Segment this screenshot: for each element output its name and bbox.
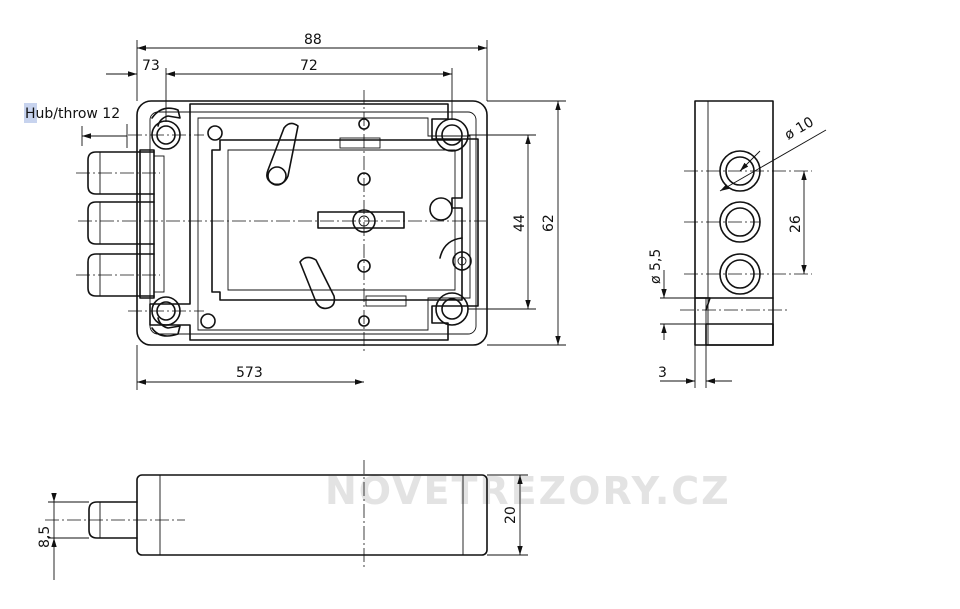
dim-offset-small: 73 [142, 58, 160, 74]
dim-height-total: 62 [541, 214, 557, 232]
label-hub-throw: Hub/throw 12 [25, 106, 120, 122]
dim-bolt-height: 8,5 [37, 526, 53, 548]
front-view: 88 72 73 62 44 573 Hub/throw 12 [24, 32, 566, 390]
label-highlight [24, 103, 37, 123]
dim-diameter-hole: ø 10 [782, 114, 817, 143]
dim-width-total: 88 [304, 32, 322, 48]
dim-hole-spacing-v: 44 [512, 214, 528, 232]
top-view: 20 8,5 [37, 460, 528, 580]
side-view: ø 10 26 ø 5,5 3 [648, 100, 827, 388]
dim-depth: 20 [503, 506, 519, 524]
dim-plate-thickness: 3 [658, 365, 667, 381]
dim-diameter-bolt: ø 5,5 [648, 249, 664, 284]
watermark: NOVETREZORY.CZ [325, 469, 731, 513]
dim-bolt-offset: 573 [236, 365, 263, 381]
dim-hole-spacing-h: 72 [300, 58, 318, 74]
dim-bolt-spacing: 26 [788, 215, 804, 233]
